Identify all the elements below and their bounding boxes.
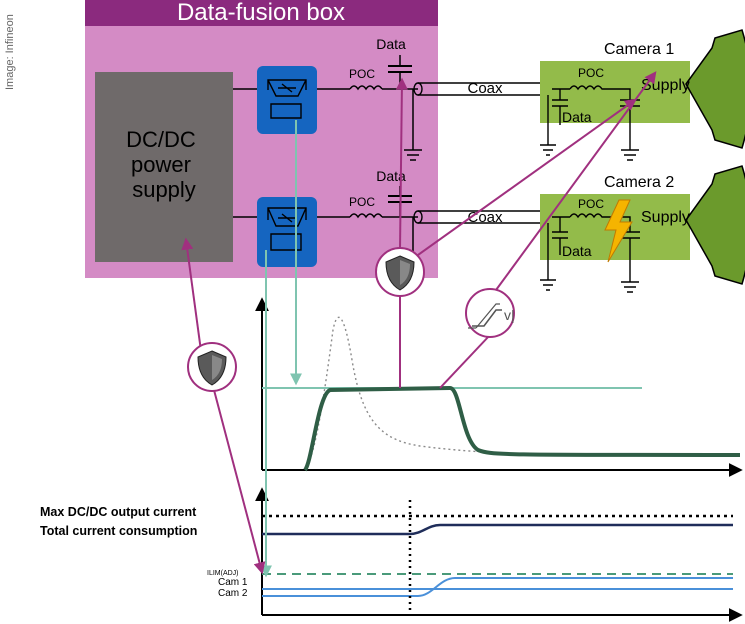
voltage-ramp-icon: v|	[465, 288, 515, 338]
purple-arrow-ramp-down	[439, 334, 491, 389]
label-max-current: Max DC/DC output current	[40, 505, 197, 519]
label-total-current: Total current consumption	[40, 524, 197, 538]
protection-switch-2	[257, 197, 317, 267]
box-title-bar	[85, 0, 438, 26]
purple-arrow-shield-up	[395, 77, 408, 251]
purple-arrow-ilim	[213, 389, 266, 575]
coax-label-2: Coax	[467, 209, 503, 226]
limited-current-curve	[303, 385, 741, 472]
box-title: Data-fusion box	[177, 0, 345, 26]
camera-2-circuit	[540, 213, 640, 293]
camera-1-poc: POC	[578, 66, 604, 80]
shield-icon-dcdc	[187, 342, 237, 392]
protection-switch-1	[257, 66, 317, 134]
label-cam1: Cam 1	[218, 577, 248, 588]
camera-2-title: Camera 2	[604, 174, 674, 191]
coax-cable-1	[413, 82, 553, 96]
poc-label-2: POC	[349, 195, 375, 209]
total-current-curve	[262, 523, 733, 536]
data-label-2: Data	[376, 168, 406, 184]
camera-2-supply: Supply	[641, 209, 690, 226]
camera-1-supply: Supply	[641, 77, 690, 94]
dcdc-block	[95, 72, 233, 262]
label-ilim: ILIM(ADJ)	[207, 570, 239, 577]
inrush-peak-curve	[304, 316, 506, 469]
cam1-curve	[262, 577, 733, 597]
lightning-fault-icon	[604, 199, 633, 263]
purple-arrow-ramp-up	[495, 71, 657, 291]
poc-inductor-2	[349, 213, 383, 219]
camera-2-poc: POC	[578, 197, 604, 211]
camera-1-data: Data	[562, 109, 592, 125]
svg-text:v|: v|	[504, 307, 515, 323]
dcdc-label: DC/DC power supply	[126, 127, 202, 202]
camera-2-lens	[685, 165, 745, 285]
camera-2-data: Data	[562, 243, 592, 259]
purple-arrow-shield-cam	[417, 98, 637, 256]
poc-label-1: POC	[349, 67, 375, 81]
dcdc-label-line-1: DC/DC	[126, 127, 196, 152]
label-cam2: Cam 2	[218, 588, 248, 599]
dcdc-label-line-2: power	[131, 152, 191, 177]
poc-inductor-1	[349, 85, 383, 91]
camera-1-board	[540, 61, 690, 123]
dcdc-label-line-3: supply	[132, 177, 196, 202]
camera-1-lens	[685, 29, 745, 149]
ground-symbol-1	[404, 149, 422, 161]
data-label-1: Data	[376, 36, 406, 52]
coax-label-1: Coax	[467, 80, 503, 97]
shield-icon-box	[375, 247, 425, 297]
camera-1-title: Camera 1	[604, 41, 674, 58]
